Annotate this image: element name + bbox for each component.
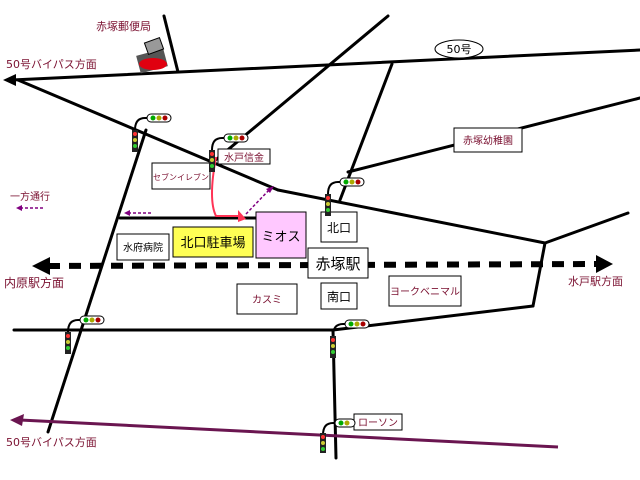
mito-shinkin-label: 水戸信金	[224, 151, 264, 164]
hospital-label: 水府病院	[123, 241, 163, 254]
oneway-label: 一方通行	[10, 190, 50, 203]
route50-bottom-label: 50号バイパス方面	[6, 435, 97, 449]
post-office-icon	[136, 36, 168, 74]
north-exit-box[interactable]	[320, 211, 358, 243]
route-50-badge	[434, 39, 484, 59]
mito-station-label: 水戸駅方面	[568, 274, 623, 288]
road-diagonal-west	[16, 78, 280, 192]
uchihara-label: 内原駅方面	[4, 275, 64, 290]
station-box[interactable]	[307, 247, 369, 279]
traffic-light-icon	[325, 177, 365, 216]
hospital-box[interactable]	[116, 233, 170, 261]
oneway-arrow-diag-head	[266, 186, 274, 193]
south-exit-label: 南口	[327, 289, 351, 304]
route-50-badge-label: 50号	[447, 43, 472, 56]
mios-label: ミオス	[261, 230, 300, 245]
road-west-diagonal	[46, 128, 148, 434]
bypass-bottom-arrow	[10, 414, 24, 426]
seven-box[interactable]	[151, 162, 211, 190]
route50-top-label: 50号バイパス方面	[6, 57, 97, 71]
route-50-bypass-top	[10, 48, 640, 82]
route-50-bypass-bottom	[19, 418, 559, 449]
oneway-arrow-hospital-head	[124, 210, 130, 216]
traffic-light-icon	[209, 133, 249, 172]
railway-east-arrow	[596, 255, 613, 273]
kasumi-box[interactable]	[236, 283, 298, 315]
bypass-top-arrow	[3, 74, 16, 86]
parking-label: 北口駐車場	[180, 236, 245, 251]
road-mid-east	[276, 188, 547, 245]
parking-box[interactable]	[172, 226, 254, 258]
oneway-legend-head	[16, 205, 22, 211]
road-east-vertical	[531, 241, 547, 308]
yorkbenimaru-label: ヨークベニマル	[390, 286, 460, 298]
mios-box[interactable]	[255, 211, 307, 259]
yorkbenimaru-box[interactable]	[388, 275, 462, 307]
road-north-3	[338, 62, 394, 202]
station-label: 赤塚駅	[315, 255, 360, 273]
road-east-tail	[543, 211, 630, 245]
traffic-light-icon	[132, 113, 172, 152]
post-office-label: 赤塚郵便局	[96, 20, 151, 33]
railway-west-arrow	[32, 257, 50, 275]
traffic-light-icon	[65, 315, 105, 354]
seven-label: セブンイレブン	[153, 172, 209, 182]
parking-route-arrow	[211, 156, 238, 217]
kindergarten-box[interactable]	[453, 127, 523, 153]
north-exit-label: 北口	[327, 221, 351, 235]
south-exit-box[interactable]	[320, 282, 358, 310]
parking-route-arrow-head	[238, 210, 246, 222]
lawson-label: ローソン	[358, 418, 398, 429]
traffic-light-icon	[320, 418, 356, 453]
kindergarten-label: 赤塚幼稚園	[463, 134, 513, 147]
traffic-light-icon	[330, 319, 370, 358]
road-north-1	[162, 14, 180, 74]
kasumi-label: カスミ	[252, 294, 282, 306]
oneway-arrow-diag	[245, 188, 271, 215]
mito-shinkin-box[interactable]	[217, 148, 271, 165]
